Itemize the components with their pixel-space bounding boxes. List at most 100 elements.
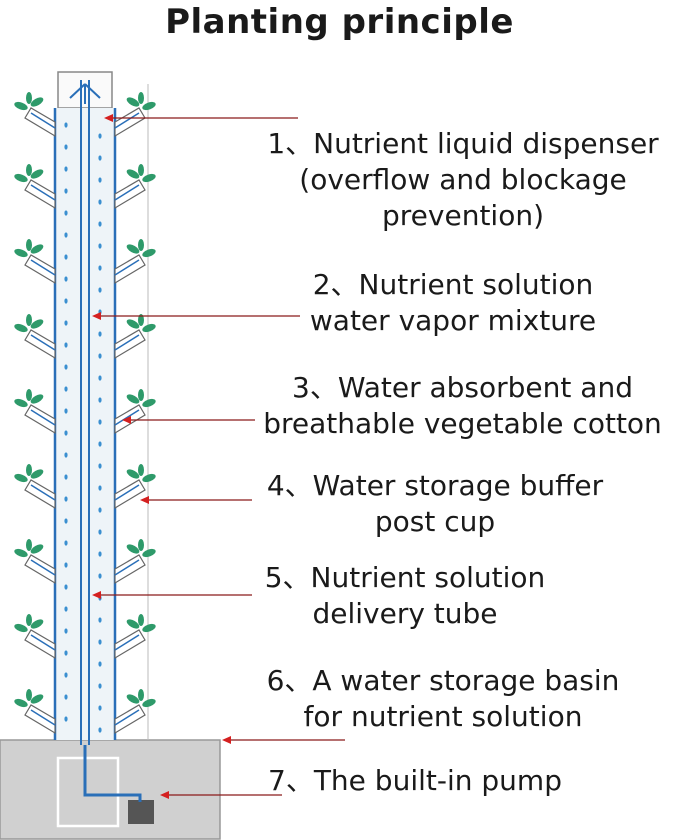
droplet <box>64 122 68 128</box>
droplet <box>64 276 68 282</box>
droplet <box>64 650 68 656</box>
droplet <box>98 133 102 139</box>
droplet <box>98 661 102 667</box>
droplet <box>64 342 68 348</box>
planting-pot <box>14 464 56 510</box>
planting-pot <box>114 614 156 660</box>
droplet-group <box>64 122 102 733</box>
droplet <box>98 617 102 623</box>
droplet <box>98 683 102 689</box>
leader-line-group <box>92 114 345 799</box>
planting-pot <box>114 92 156 138</box>
callout-line: (overflow and blockage <box>299 163 627 196</box>
delivery-tube-bottom <box>83 745 142 802</box>
callout-line: for nutrient solution <box>303 700 583 733</box>
callout-line: 7、The built-in pump <box>268 764 562 797</box>
callout-water-vapor-mixture: 2、Nutrient solution water vapor mixture <box>248 267 658 339</box>
droplet <box>98 375 102 381</box>
droplet <box>64 386 68 392</box>
droplet <box>98 353 102 359</box>
droplet <box>64 452 68 458</box>
leader-line <box>222 736 345 744</box>
planting-pot <box>14 239 56 285</box>
callout-vegetable-cotton: 3、Water absorbent and breathable vegetab… <box>250 370 675 442</box>
droplet <box>98 397 102 403</box>
pump-housing <box>56 756 120 828</box>
callout-line: water vapor mixture <box>309 304 597 337</box>
planting-pot <box>14 389 56 435</box>
droplet <box>64 254 68 260</box>
droplet <box>98 265 102 271</box>
droplet <box>64 320 68 326</box>
droplet <box>98 199 102 205</box>
droplet <box>98 551 102 557</box>
droplet <box>98 639 102 645</box>
callout-line: post cup <box>374 505 496 538</box>
planting-pot <box>114 464 156 510</box>
droplet <box>64 628 68 634</box>
planting-pot <box>114 164 156 210</box>
droplet <box>64 166 68 172</box>
callout-line: 2、Nutrient solution <box>312 268 594 301</box>
planting-pot <box>114 539 156 585</box>
leader-line <box>140 496 252 504</box>
callout-line: 3、Water absorbent and <box>292 371 633 404</box>
planting-pot <box>14 539 56 585</box>
built-in-pump <box>128 800 154 824</box>
leader-line <box>104 114 298 122</box>
droplet <box>98 155 102 161</box>
droplet <box>64 210 68 216</box>
droplet <box>64 584 68 590</box>
droplet <box>98 463 102 469</box>
callout-line: 6、A water storage basin <box>266 664 620 697</box>
droplet <box>64 430 68 436</box>
planting-pot <box>14 614 56 660</box>
dispenser-spray <box>69 83 101 104</box>
leader-line <box>160 791 282 799</box>
droplet <box>98 243 102 249</box>
planting-pot <box>114 689 156 735</box>
droplet <box>64 540 68 546</box>
water-storage-basin <box>0 739 221 840</box>
callout-buffer-post-cup: 4、Water storage buffer post cup <box>250 468 620 540</box>
callout-line: breathable vegetable cotton <box>263 407 662 440</box>
droplet <box>64 606 68 612</box>
tower-body <box>55 108 115 740</box>
droplet <box>64 408 68 414</box>
droplet <box>64 672 68 678</box>
droplet <box>98 727 102 733</box>
droplet <box>98 221 102 227</box>
droplet <box>64 232 68 238</box>
callout-delivery-tube: 5、Nutrient solution delivery tube <box>245 560 565 632</box>
callout-built-in-pump: 7、The built-in pump <box>250 763 580 799</box>
callout-line: 5、Nutrient solution <box>264 561 546 594</box>
planting-pot <box>14 314 56 360</box>
leader-line <box>92 591 252 599</box>
droplet <box>64 694 68 700</box>
droplet <box>98 573 102 579</box>
droplet <box>64 518 68 524</box>
droplet <box>98 419 102 425</box>
plant-pot-group <box>14 92 156 735</box>
callout-line: prevention) <box>382 199 544 232</box>
droplet <box>64 144 68 150</box>
planting-pot <box>14 689 56 735</box>
droplet <box>64 298 68 304</box>
leader-line <box>92 312 300 320</box>
planting-pot <box>114 239 156 285</box>
droplet <box>64 474 68 480</box>
callout-line: 4、Water storage buffer <box>266 469 604 502</box>
planting-pot <box>14 92 56 138</box>
droplet <box>98 331 102 337</box>
leader-line <box>122 416 255 424</box>
droplet <box>64 716 68 722</box>
droplet <box>98 441 102 447</box>
droplet <box>64 496 68 502</box>
planting-pot <box>14 164 56 210</box>
diagram-title: Planting principle <box>165 2 514 42</box>
droplet <box>98 287 102 293</box>
callout-nutrient-liquid-dispenser: 1、Nutrient liquid dispenser (overflow an… <box>248 126 678 234</box>
droplet <box>98 705 102 711</box>
droplet <box>98 485 102 491</box>
